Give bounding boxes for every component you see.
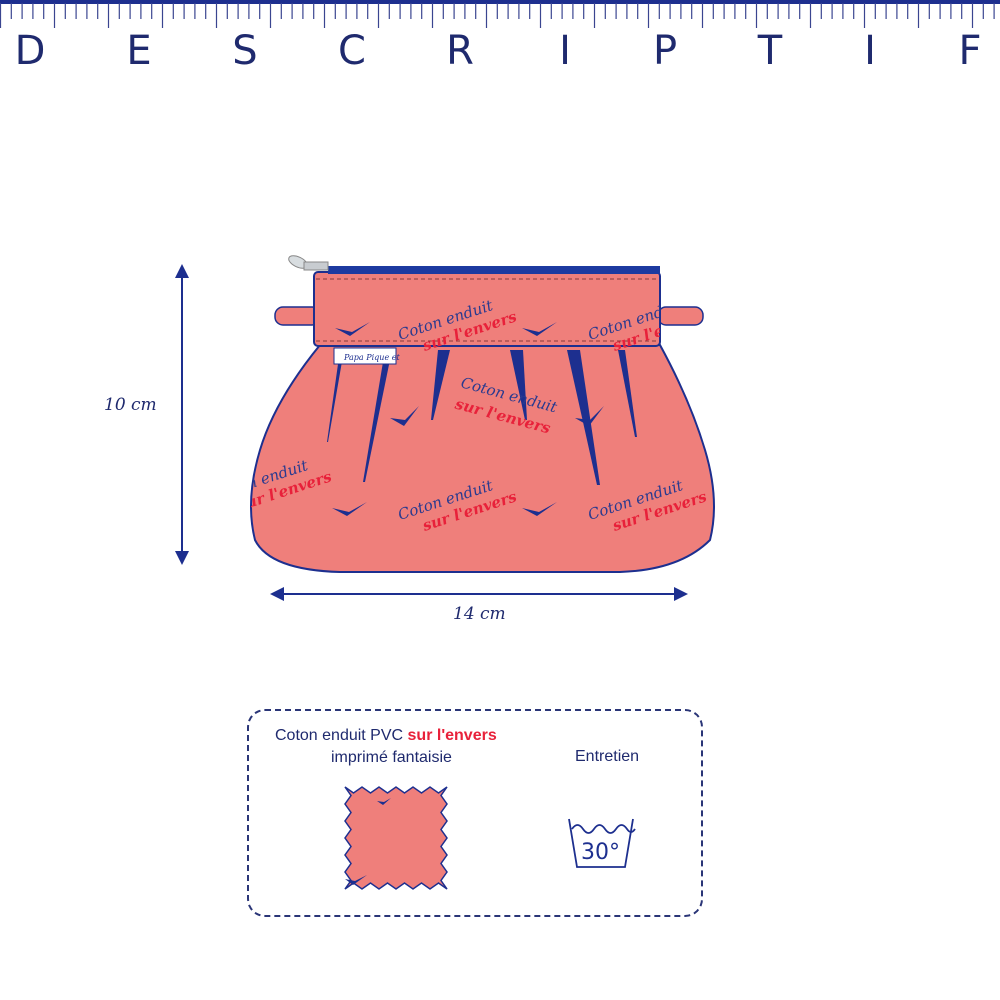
fabric-highlight-text: sur l'envers bbox=[407, 727, 497, 744]
product-info-box: Coton enduit PVC sur l'envers imprimé fa… bbox=[247, 709, 703, 917]
brand-label-text: Papa Pique et bbox=[343, 353, 400, 362]
ruler-decoration bbox=[0, 0, 1000, 28]
zipper-pull-icon bbox=[288, 255, 329, 271]
bird-icon bbox=[377, 798, 391, 805]
fabric-description: Coton enduit PVC sur l'envers bbox=[275, 727, 497, 745]
title-letter: D bbox=[14, 28, 46, 74]
care-title: Entretien bbox=[575, 748, 640, 765]
dimension-arrows bbox=[175, 264, 688, 601]
height-dimension-label: 10 cm bbox=[104, 395, 157, 415]
title-letter: F bbox=[958, 28, 982, 74]
title-letter: R bbox=[446, 28, 474, 74]
fabric-main-text: Coton enduit PVC bbox=[275, 727, 404, 744]
wash-temperature: 30° bbox=[581, 840, 620, 865]
side-tab-right bbox=[657, 306, 704, 326]
pleats bbox=[327, 350, 637, 485]
brand-label-tag bbox=[333, 347, 397, 365]
wash-30-icon: 30° bbox=[568, 818, 636, 868]
zipper bbox=[328, 266, 660, 274]
title-letter: E bbox=[126, 28, 152, 74]
title-letter: I bbox=[864, 28, 876, 74]
title-letter: P bbox=[652, 28, 678, 74]
title-letter: S bbox=[232, 28, 258, 74]
bird-icons bbox=[332, 322, 604, 516]
fabric-subtitle: imprimé fantaisie bbox=[331, 749, 452, 766]
width-dimension-label: 14 cm bbox=[453, 604, 506, 624]
fabric-swatch bbox=[344, 786, 448, 890]
title-letter: T bbox=[757, 28, 783, 74]
title-letter: C bbox=[338, 28, 366, 74]
title-letter: I bbox=[559, 28, 571, 74]
bird-icon bbox=[345, 875, 367, 885]
pouch-body bbox=[250, 344, 715, 573]
